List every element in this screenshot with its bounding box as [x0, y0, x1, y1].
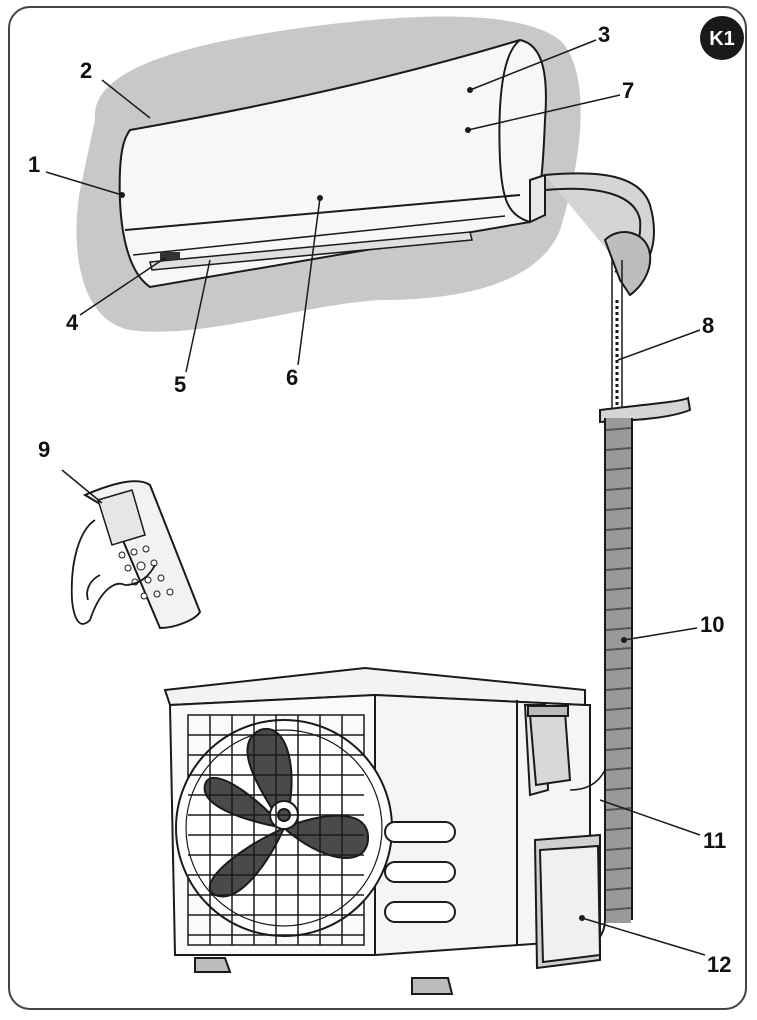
connection-pipe [544, 172, 692, 949]
figure-badge: K1 [700, 16, 744, 60]
callout-2: 2 [80, 58, 92, 83]
callout-3: 3 [598, 22, 610, 47]
callout-1: 1 [28, 152, 40, 177]
callout-8: 8 [702, 313, 714, 338]
callout-7: 7 [622, 78, 634, 103]
leader-dots [119, 87, 627, 921]
callout-12: 12 [707, 952, 731, 977]
indoor-unit [118, 38, 547, 289]
callout-11: 11 [703, 828, 726, 853]
leader-lines [45, 39, 706, 956]
outdoor-unit [163, 666, 606, 995]
callout-4: 4 [66, 310, 79, 335]
callout-10: 10 [700, 612, 724, 637]
callout-6: 6 [286, 365, 298, 390]
remote-control [70, 480, 202, 630]
badge-label: K1 [709, 28, 735, 50]
badge-circle [700, 16, 744, 60]
callout-5: 5 [174, 372, 186, 397]
callout-9: 9 [38, 437, 50, 462]
